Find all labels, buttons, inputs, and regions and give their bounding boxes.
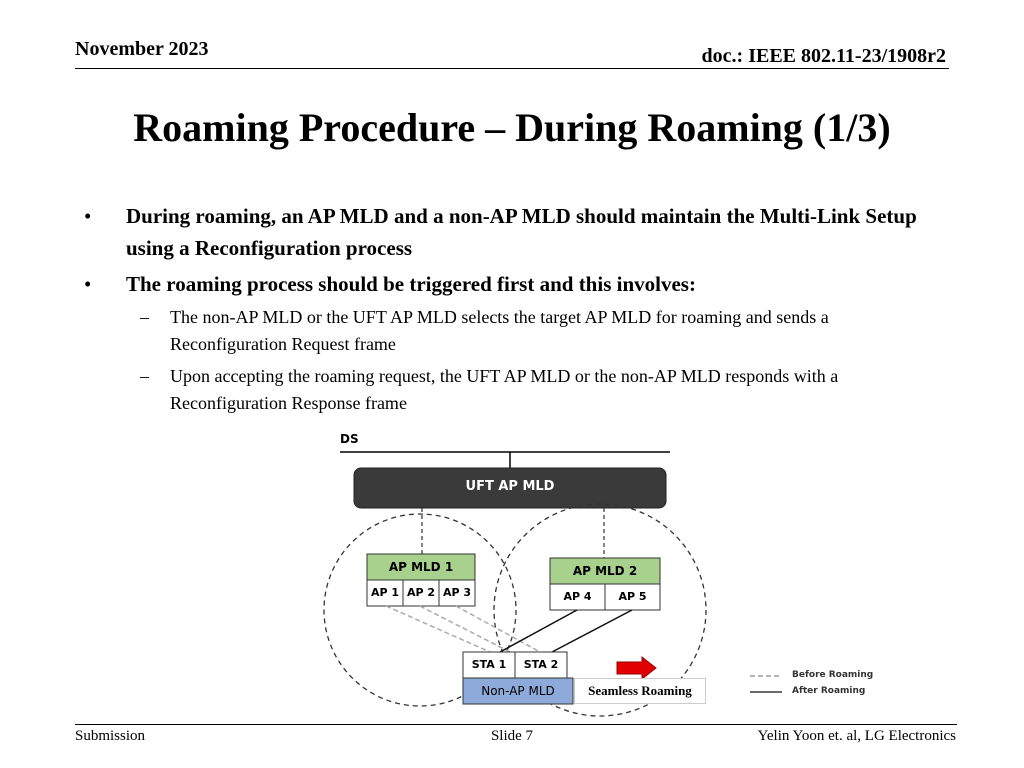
ap4-label: AP 4 — [563, 590, 592, 603]
uft-ap-mld-label: UFT AP MLD — [465, 479, 555, 494]
bullet-item: • During roaming, an AP MLD and a non-AP… — [84, 200, 944, 264]
bullet-text: The roaming process should be triggered … — [126, 272, 696, 296]
ap-mld-2-label: AP MLD 2 — [572, 564, 638, 578]
uft-ap-mld-box — [353, 467, 667, 509]
ap4-box — [549, 583, 606, 611]
slide-title: Roaming Procedure – During Roaming (1/3) — [133, 105, 891, 150]
ap5-box — [604, 583, 661, 611]
legend-before-label: Before Roaming — [792, 670, 874, 680]
ap2-label: AP 2 — [406, 586, 436, 599]
ds-label: DS — [340, 432, 359, 446]
after-link-2 — [551, 609, 633, 653]
sta1-label: STA 1 — [471, 658, 507, 671]
sub-bullet-marker: – — [140, 307, 149, 327]
footer-slide-number: Slide 7 — [490, 728, 534, 744]
roaming-diagram: DS UFT AP MLD AP MLD 1 AP 1 AP 2 AP 3 AP… — [320, 430, 880, 720]
non-ap-mld-label: Non-AP MLD — [481, 684, 555, 698]
after-link-1 — [499, 609, 578, 653]
sub-bullet-text: The non-AP MLD or the UFT AP MLD selects… — [170, 307, 829, 354]
before-link-3 — [455, 605, 541, 653]
footer-submission: Submission — [75, 728, 146, 744]
bullet-item: • The roaming process should be triggere… — [84, 268, 944, 300]
sub-bullet-marker: – — [140, 366, 149, 386]
seamless-roaming-label: Seamless Roaming — [574, 678, 706, 704]
sub-bullet-item: – The non-AP MLD or the UFT AP MLD selec… — [84, 304, 944, 358]
header-date: November 2023 — [75, 38, 209, 60]
sub-bullet-text: Upon accepting the roaming request, the … — [170, 366, 839, 413]
header-divider — [75, 68, 949, 69]
legend-after-label: After Roaming — [792, 686, 866, 696]
coverage-circle-1 — [323, 513, 517, 707]
non-ap-mld-box — [462, 677, 574, 705]
header-doc-id: doc.: IEEE 802.11-23/1908r2 — [701, 45, 946, 67]
ap-mld-1-label: AP MLD 1 — [388, 560, 454, 574]
bullet-list: • During roaming, an AP MLD and a non-AP… — [84, 200, 944, 422]
footer-divider — [75, 724, 957, 725]
bullet-marker: • — [84, 204, 92, 228]
sta2-box — [514, 651, 568, 679]
roaming-arrow-icon — [616, 655, 657, 681]
ap3-label: AP 3 — [442, 586, 472, 599]
footer-authors: Yelin Yoon et. al, LG Electronics — [757, 728, 956, 744]
sub-bullet-item: – Upon accepting the roaming request, th… — [84, 363, 944, 417]
coverage-circle-2 — [493, 503, 707, 717]
ap5-label: AP 5 — [618, 590, 647, 603]
sta2-label: STA 2 — [523, 658, 559, 671]
ap3-box — [438, 579, 476, 607]
bullet-text: During roaming, an AP MLD and a non-AP M… — [126, 204, 917, 260]
roaming-diagram-graphic — [323, 451, 782, 717]
bullet-marker: • — [84, 272, 92, 296]
before-link-1 — [385, 605, 491, 653]
ap1-label: AP 1 — [370, 586, 400, 599]
before-link-2 — [419, 605, 511, 653]
